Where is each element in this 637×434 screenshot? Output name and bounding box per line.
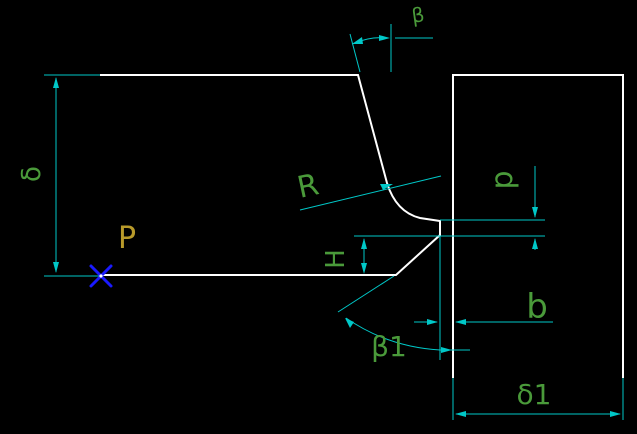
right-plate-outline xyxy=(452,74,624,378)
label-p: p xyxy=(485,170,520,189)
x-cross-marker-icon xyxy=(89,264,113,288)
label-point-p: P xyxy=(118,221,136,256)
dimension-arrowheads xyxy=(53,35,621,417)
label-r: R xyxy=(294,167,322,206)
left-plate-outline xyxy=(100,74,441,276)
label-b: b xyxy=(526,287,548,327)
label-delta1: δ1 xyxy=(517,378,552,411)
label-beta1: β1 xyxy=(371,330,407,363)
label-beta: β xyxy=(410,2,426,28)
label-delta: δ xyxy=(17,166,47,182)
label-h: H xyxy=(321,249,351,269)
